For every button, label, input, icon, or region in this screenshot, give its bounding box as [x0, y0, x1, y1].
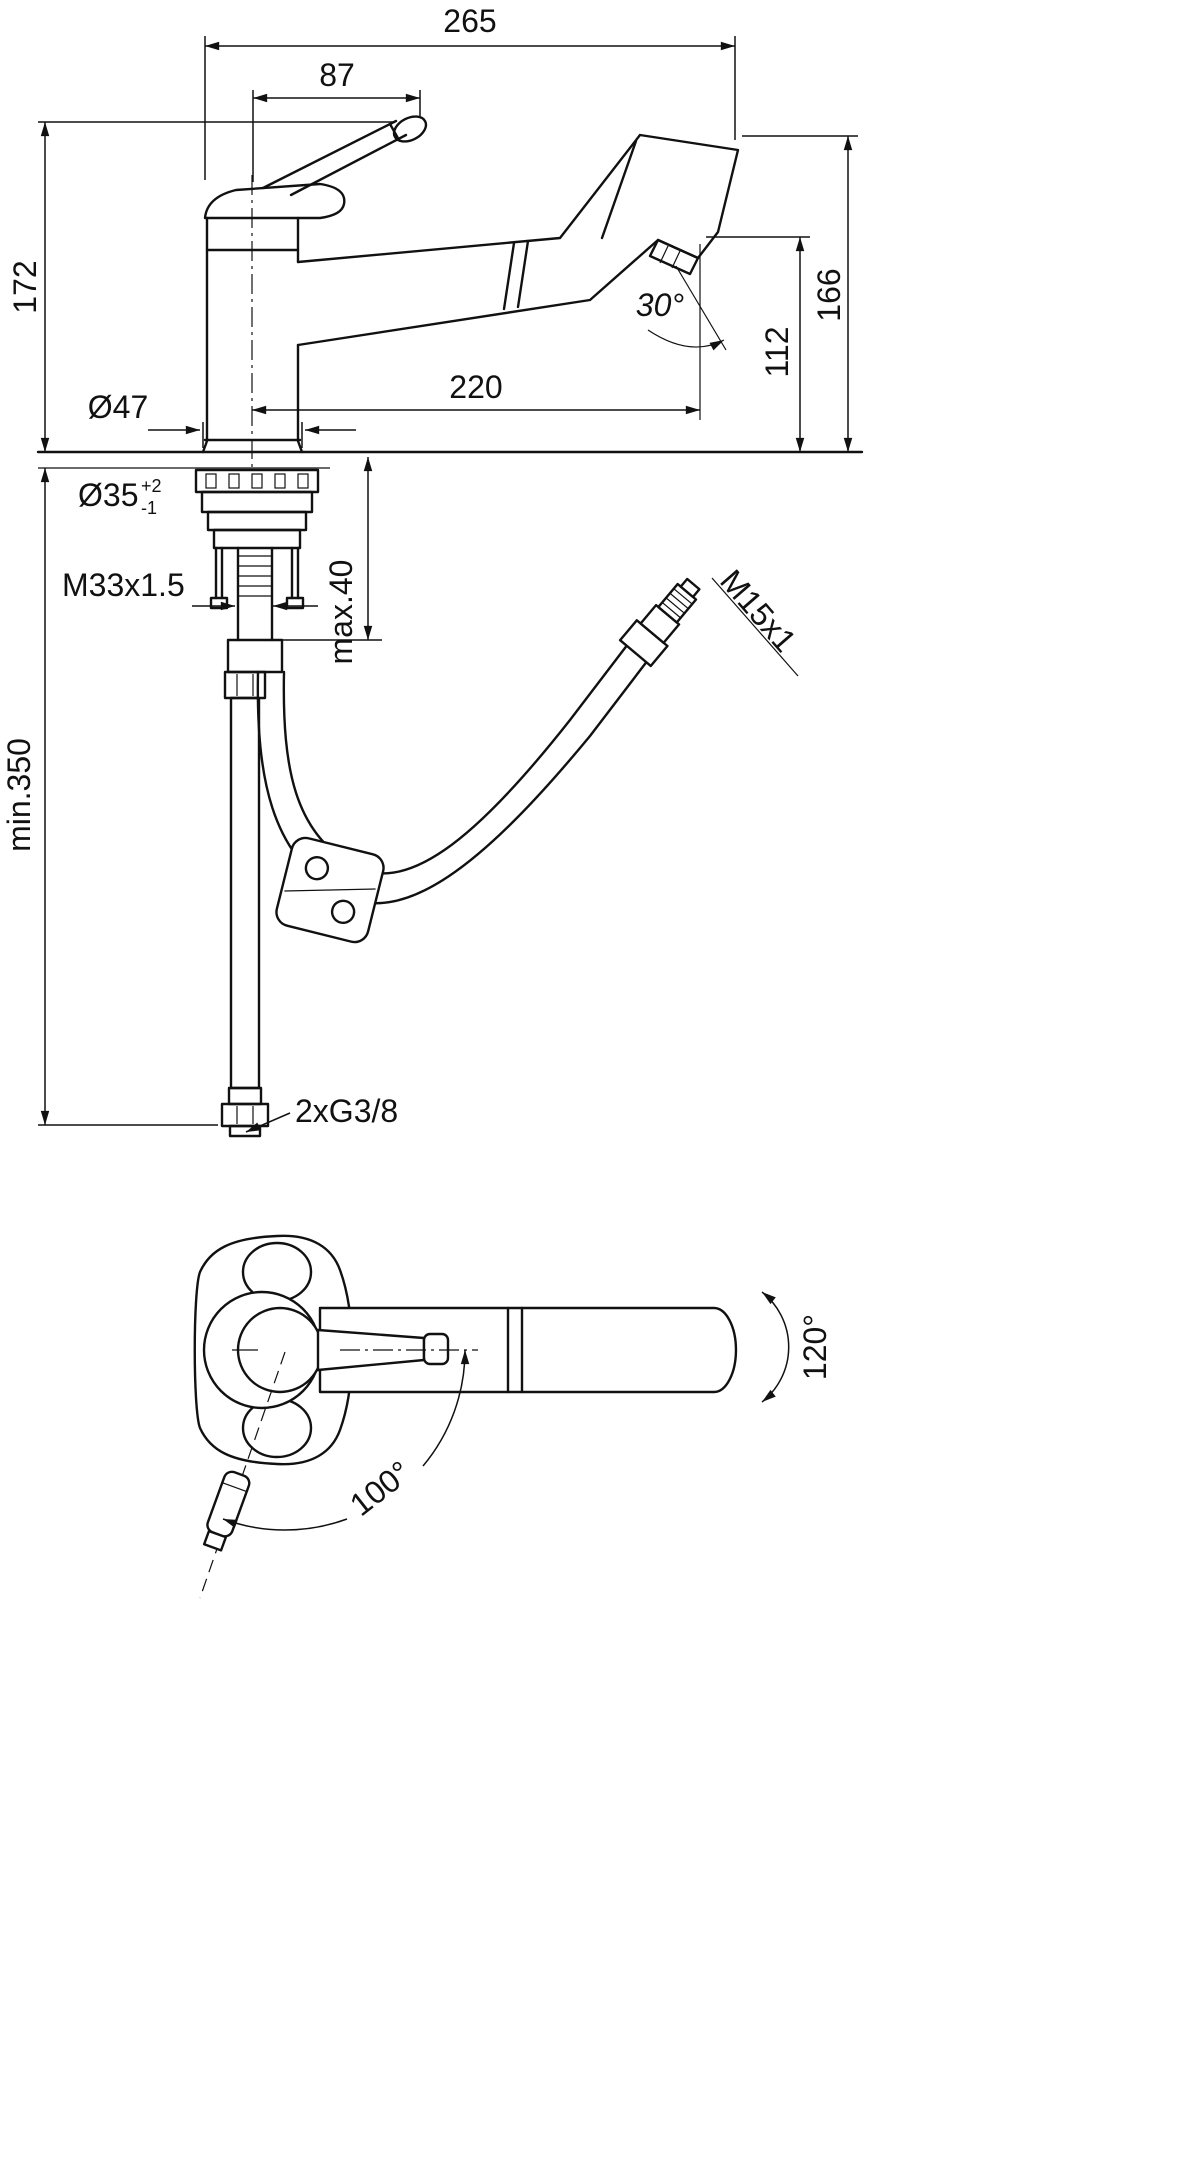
dim-height-to-top: 172 — [7, 121, 395, 452]
dimensions: 265 87 172 166 112 — [1, 3, 858, 1531]
dim-shank-thread-label: M33x1.5 — [62, 567, 185, 603]
hose-weight — [275, 836, 385, 944]
dim-swivel-angle: 120° — [761, 1291, 833, 1403]
dim-spout-height: 166 — [742, 135, 858, 452]
dim-outlet-height-label: 112 — [759, 326, 795, 377]
dim-hole-tol-minus: -1 — [141, 498, 157, 518]
dim-base-diameter-label: Ø47 — [88, 389, 148, 425]
aerator — [648, 238, 700, 276]
dim-height-to-top-label: 172 — [7, 260, 43, 313]
dim-overall-width-label: 265 — [443, 3, 496, 39]
dim-hole-tol-plus: +2 — [141, 476, 162, 496]
dim-hose-thread: M15x1 — [711, 563, 803, 677]
faucet-body — [201, 216, 304, 454]
dim-outlet-height: 112 — [699, 236, 810, 452]
dim-spray-angle: 30° — [636, 265, 727, 351]
dim-spray-angle-label: 30° — [636, 287, 685, 323]
rotated-lever-tip — [202, 1470, 251, 1552]
dim-lever-length: 87 — [252, 57, 421, 182]
dim-overall-width: 265 — [204, 3, 736, 180]
spout-plan — [318, 1306, 738, 1394]
dim-handle-angle-label: 100° — [343, 1454, 417, 1523]
lever-handle — [203, 115, 428, 220]
lever-tip-plan — [422, 1332, 450, 1366]
dim-supply-connection: 2xG3/8 — [245, 1093, 398, 1133]
countertop — [36, 450, 864, 469]
dim-supply-connection-label: 2xG3/8 — [295, 1093, 398, 1129]
dim-hole-diameter-label: Ø35 — [78, 477, 138, 513]
dim-spout-height-label: 166 — [811, 268, 847, 321]
dim-lever-length-label: 87 — [319, 57, 355, 93]
dim-spout-reach-label: 220 — [449, 369, 502, 405]
side-view — [36, 115, 864, 1138]
dim-spout-reach: 220 — [251, 369, 700, 415]
plan-view — [193, 1234, 738, 1599]
dim-swivel-angle-label: 120° — [797, 1314, 833, 1380]
spout-and-spray-head — [296, 133, 740, 347]
dim-hose-thread-label: M15x1 — [713, 563, 803, 659]
dim-base-diameter: Ø47 — [88, 389, 356, 448]
fixing-set — [194, 468, 320, 674]
dim-max-deck-label: max.40 — [323, 560, 359, 665]
hose-connector — [618, 577, 701, 668]
dim-hole-diameter: Ø35 +2 -1 — [78, 476, 162, 518]
dim-max-deck: max.40 — [280, 457, 382, 664]
spray-hose — [256, 577, 701, 944]
supply-hose — [220, 670, 270, 1138]
dim-min-hose: min.350 — [1, 468, 218, 1126]
dim-shank-thread: M33x1.5 — [62, 567, 318, 611]
dim-min-hose-label: min.350 — [1, 738, 37, 852]
